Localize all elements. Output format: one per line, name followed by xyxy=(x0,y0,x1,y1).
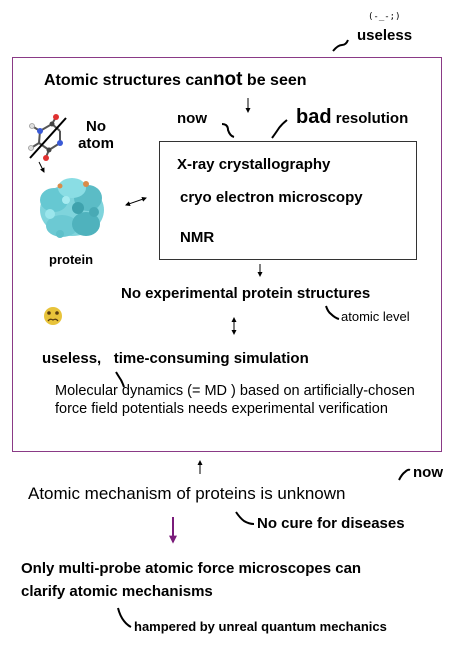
squiggle-now-2 xyxy=(398,468,411,481)
no-cure-label: No cure for diseases xyxy=(257,515,405,532)
mechanism-unknown-label: Atomic mechanism of proteins is unknown xyxy=(28,484,346,503)
method-cryo-em: cryo electron microscopy xyxy=(180,189,363,206)
main-frame xyxy=(12,57,442,452)
squiggle-no-cure xyxy=(235,511,255,525)
headline-part1: Atomic structures can xyxy=(44,72,213,89)
worried-face-icon xyxy=(44,307,62,325)
no-experimental-label: No experimental protein structures xyxy=(121,285,371,302)
method-xray: X-ray crystallography xyxy=(177,156,331,173)
bad-resolution: bad resolution xyxy=(296,106,408,129)
no-atom-label: No atom xyxy=(78,118,114,153)
methods-box xyxy=(159,141,417,260)
squiggle-atomic-level xyxy=(325,305,340,320)
emoticon: (-_-;) xyxy=(368,12,401,22)
useless-label-top: useless xyxy=(357,27,413,44)
molecule-icon xyxy=(28,114,67,161)
squiggle-hampered xyxy=(117,607,132,628)
now-label: now xyxy=(177,110,207,127)
bad-word: bad xyxy=(296,106,332,128)
md-description: Molecular dynamics (= MD ) based on arti… xyxy=(55,383,415,417)
arrow-molecule-protein xyxy=(38,161,45,173)
atomic-level-label: atomic level xyxy=(341,309,410,324)
headline: Atomic structures cannot be seen xyxy=(44,69,307,91)
afm-line-2: clarify atomic mechanisms xyxy=(21,583,213,600)
method-nmr: NMR xyxy=(180,229,215,246)
squiggle-top xyxy=(332,39,349,52)
arrow-protein-methods xyxy=(125,196,147,207)
hampered-label: hampered by unreal quantum mechanics xyxy=(134,619,387,634)
headline-emphasis: not xyxy=(212,69,243,90)
now-label-2: now xyxy=(413,464,443,481)
protein-structure-icon xyxy=(40,178,104,238)
afm-line-1: Only multi-probe atomic force microscope… xyxy=(21,560,362,577)
protein-label: protein xyxy=(49,252,94,267)
resolution-word: resolution xyxy=(331,110,409,127)
squiggle-md xyxy=(115,371,125,388)
useless-simulation-label: useless, time-consuming simulation xyxy=(42,350,309,367)
squiggle-bad xyxy=(271,119,288,139)
squiggle-now xyxy=(221,123,235,138)
headline-part2: be seen xyxy=(242,72,307,89)
